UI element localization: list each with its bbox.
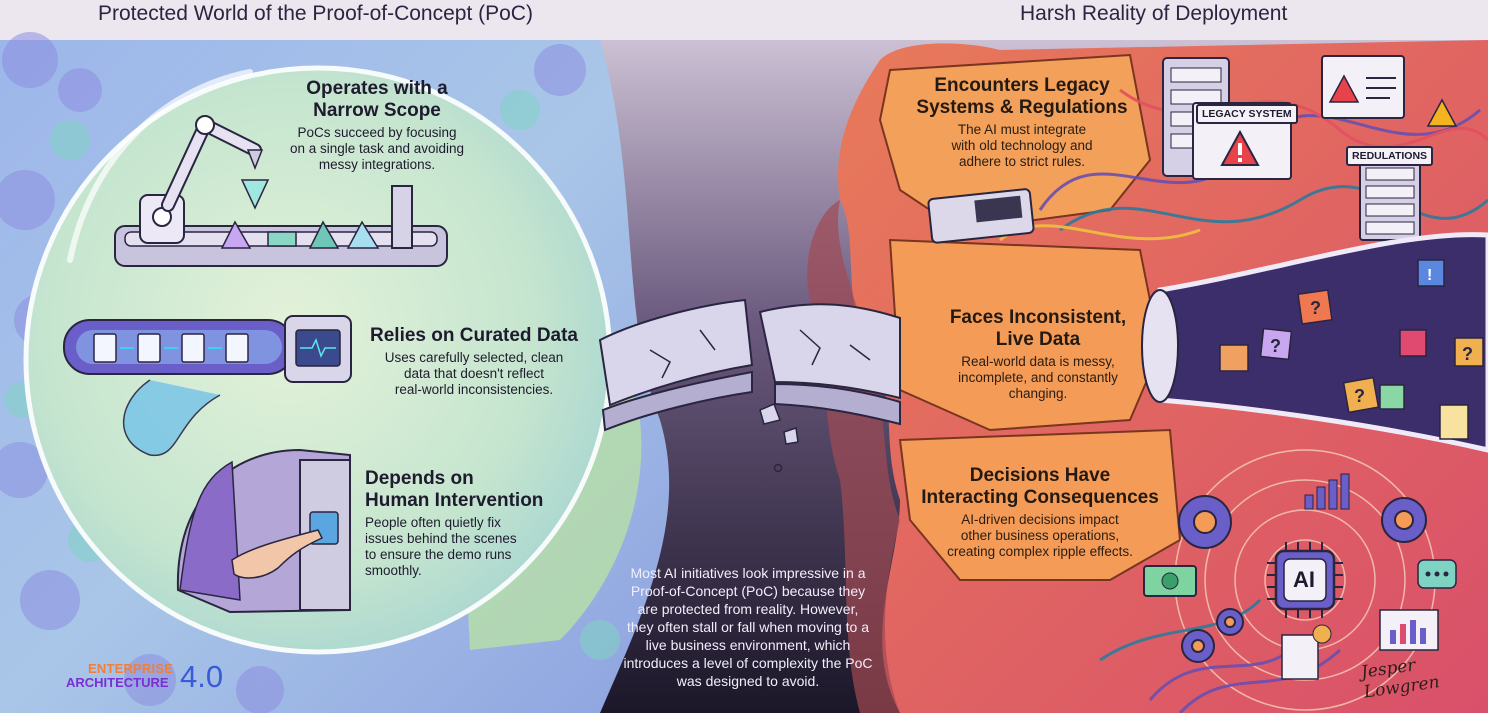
ai-chip-label: AI bbox=[1293, 567, 1315, 592]
inconsistent-data-body: Real-world data is messy,incomplete, and… bbox=[958, 354, 1118, 401]
logo-version: 4.0 bbox=[180, 659, 224, 694]
inconsistent-data-title: Faces Inconsistent,Live Data bbox=[949, 307, 1127, 350]
left-section-header: Protected World of the Proof-of-Concept … bbox=[98, 2, 533, 25]
svg-text:?: ? bbox=[1354, 386, 1365, 406]
router-icon bbox=[927, 188, 1035, 244]
svg-text:?: ? bbox=[1462, 344, 1473, 364]
hand-pointer-icon bbox=[176, 448, 351, 614]
monitor-icon bbox=[284, 315, 352, 383]
legacy-system-tag: LEGACY SYSTEM bbox=[1196, 104, 1298, 124]
regulations-tag: REDULATIONS bbox=[1346, 146, 1434, 166]
prism-shape-icon bbox=[220, 185, 413, 249]
question-icon: ? ? ? ? ! bbox=[1219, 259, 1484, 440]
chat-bubble-icon bbox=[1417, 559, 1457, 589]
money-icon bbox=[1143, 565, 1197, 597]
svg-text:!: ! bbox=[1427, 267, 1432, 284]
center-summary-note: Most AI initiatives look impressive in a… bbox=[623, 565, 873, 689]
logo-line2: ARCHITECTURE bbox=[66, 675, 169, 690]
broken-bridge bbox=[598, 298, 901, 473]
logo-line1: ENTERPRISE bbox=[88, 661, 174, 676]
curated-data-title: Relies on Curated Data bbox=[370, 325, 578, 346]
svg-text:?: ? bbox=[1310, 298, 1321, 318]
svg-text:?: ? bbox=[1270, 336, 1281, 356]
ai-chip-icon bbox=[1267, 542, 1343, 618]
document-icon bbox=[63, 319, 295, 375]
curated-data-block: Relies on Curated Data Uses carefully se… bbox=[356, 325, 592, 398]
right-section-header: Harsh Reality of Deployment bbox=[1020, 2, 1288, 25]
enterprise-architecture-logo: ENTERPRISE ARCHITECTURE 4.0 bbox=[66, 659, 223, 694]
bar-chart-icon bbox=[1281, 473, 1439, 680]
inconsistent-data-block: Faces Inconsistent,Live Data Real-world … bbox=[928, 307, 1148, 402]
gear-icon bbox=[1178, 495, 1427, 663]
